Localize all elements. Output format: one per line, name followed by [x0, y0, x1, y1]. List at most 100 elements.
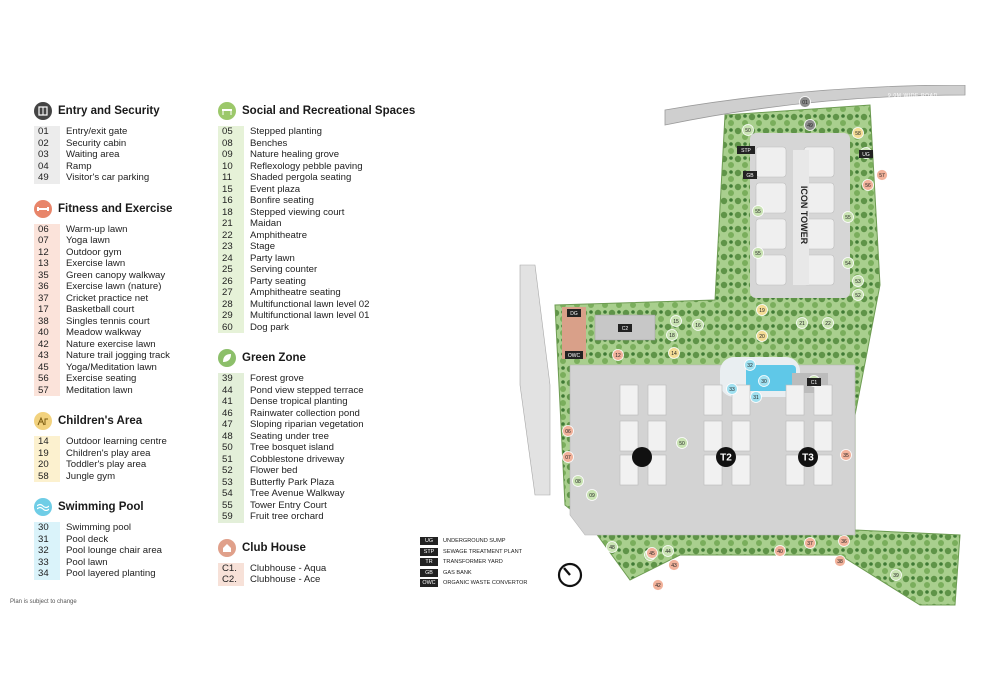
amenity-marker-number: 36: [841, 539, 847, 545]
legend-item-label: Meditation lawn: [66, 384, 133, 396]
legend-item-number: 39: [218, 373, 244, 385]
legend-item-label: Event plaza: [250, 183, 301, 195]
legend-item: 44 Pond view stepped terrace: [218, 384, 415, 396]
building-tag-label: DG: [570, 311, 578, 317]
legend-item-number: 14: [34, 436, 60, 448]
amenity-marker: [666, 329, 678, 341]
amenity-marker-number: 21: [799, 321, 805, 327]
legend-item-label: Yoga lawn: [66, 235, 110, 246]
leaf-icon: [218, 349, 236, 367]
legend-item: C2.Clubhouse - Ace: [218, 574, 415, 586]
legend-item-number: 20: [34, 459, 60, 471]
legend-item-label: Meadow walkway: [66, 327, 142, 338]
gate-icon: [34, 102, 52, 120]
amenity-marker: [834, 555, 846, 567]
amenity-marker-number: 37: [807, 541, 813, 547]
legend-item-number: 25: [218, 264, 244, 276]
amenity-marker: [662, 545, 674, 557]
amenity-marker-number: 50: [745, 128, 751, 134]
legend-item-number: C2.: [218, 574, 244, 586]
amenity-marker-number: 01: [802, 100, 808, 106]
legend-item-number: 15: [218, 183, 244, 195]
amenity-marker-number: 38: [837, 559, 843, 565]
amenity-marker-number: 57: [879, 173, 885, 179]
amenity-marker: [742, 124, 754, 136]
amenity-marker: [804, 537, 816, 549]
amenity-marker-number: 08: [575, 479, 581, 485]
clubhouse-icon: [218, 538, 236, 557]
legend-item-label: Warm-up lawn: [66, 223, 128, 235]
amenity-marker-number: 58: [855, 131, 861, 137]
amenity-marker: [726, 383, 738, 395]
legend-item-number: 54: [218, 488, 244, 500]
legend-item-number: 44: [218, 384, 244, 396]
abbreviation-key: STP: [420, 547, 438, 556]
legend-item-label: Nature exercise lawn: [66, 338, 156, 350]
site-plan-map: 9.0M WIDE ROAD ICON TOWER 01495058UG5756…: [519, 85, 966, 606]
building-tag-box: [618, 324, 632, 332]
amenity-marker-number: 49: [807, 123, 813, 129]
amenity-marker: [756, 304, 768, 316]
amenity-marker-number: 15: [673, 319, 679, 325]
legend-item-number: 55: [218, 499, 244, 511]
legend-item-label: Exercise lawn (nature): [66, 281, 162, 292]
legend-item-label: Outdoor learning centre: [66, 436, 167, 447]
amenity-marker: [612, 349, 624, 361]
amenity-marker-number: 56: [865, 183, 871, 189]
building-tag-box: [567, 309, 581, 317]
legend-item-number: 60: [218, 321, 244, 333]
legend-item-label: Stage: [250, 241, 276, 252]
tower-wing: [785, 420, 805, 452]
legend-item-label: Jungle gym: [66, 470, 116, 482]
legend-item-label: Bonfire seating: [250, 195, 314, 206]
amenity-marker-number: 31: [753, 395, 759, 401]
legend-item-label: Pool layered planting: [66, 568, 156, 579]
legend-item-label: Flower bed: [250, 465, 298, 476]
legend-item-number: 40: [34, 327, 60, 339]
legend-item-label: Party seating: [250, 275, 306, 287]
legend-item-label: Multifunctional lawn level 01: [250, 310, 370, 321]
legend-item-number: 32: [34, 545, 60, 557]
legend-item-number: 43: [34, 350, 60, 362]
legend-item-label: Pool lawn: [66, 556, 108, 568]
legend-item-label: Pool lounge chair area: [66, 545, 163, 556]
amenity-marker: [758, 375, 770, 387]
legend-item-number: 41: [218, 396, 244, 408]
building-tag-label: UG: [862, 152, 870, 158]
legend-item-label: Shaded pergola seating: [250, 172, 352, 183]
legend-item-number: 31: [34, 533, 60, 545]
building-tag-label: C2: [622, 326, 629, 332]
legend-item: 15 Event plaza: [218, 183, 415, 195]
amenity-marker: [646, 547, 658, 559]
legend-item-number: 49: [34, 172, 60, 184]
legend-item-label: Pond view stepped terrace: [250, 384, 364, 396]
legend-item-label: Green canopy walkway: [66, 269, 166, 281]
legend-item-label: Toddler's play area: [66, 459, 147, 470]
north-compass-icon: [557, 562, 583, 588]
legend-item-label: Reflexology pebble paving: [250, 160, 363, 172]
legend-item-label: Nature healing grove: [250, 149, 340, 160]
icon-tower-spine: [793, 150, 809, 285]
amenity-marker: [852, 289, 864, 301]
amenity-marker: [606, 541, 618, 553]
abbreviation-label: TRANSFORMER YARD: [443, 559, 503, 566]
